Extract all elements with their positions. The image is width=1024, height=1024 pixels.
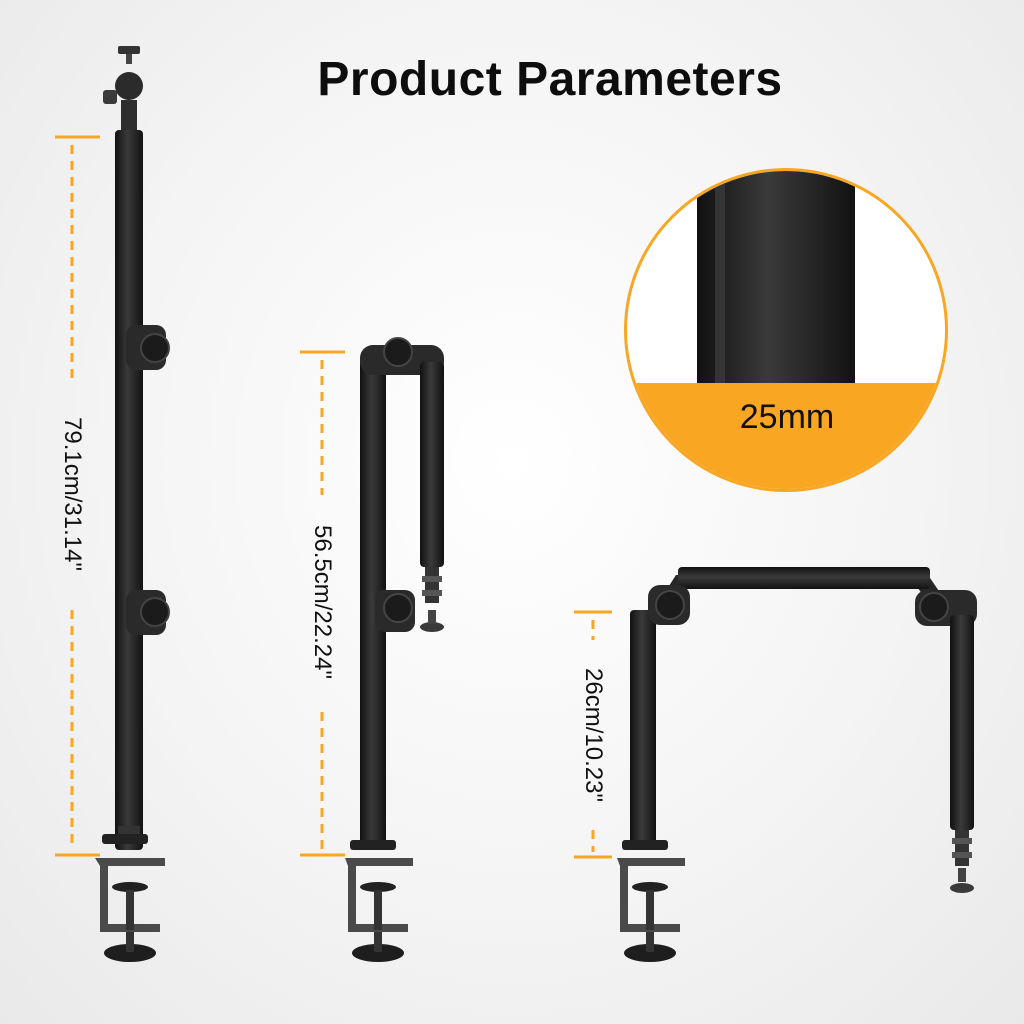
height-label-extended: 79.1cm/31.14" [59,417,86,571]
diameter-detail [624,168,948,492]
height-label-folded: 56.5cm/22.24" [309,525,336,679]
height-label-overhead: 26cm/10.23" [580,668,607,802]
extended-stand [55,46,170,962]
folded-stand [300,337,444,962]
diameter-label: 25mm [739,398,835,436]
page-title: Product Parameters [317,53,783,106]
overhead-stand [574,567,977,962]
